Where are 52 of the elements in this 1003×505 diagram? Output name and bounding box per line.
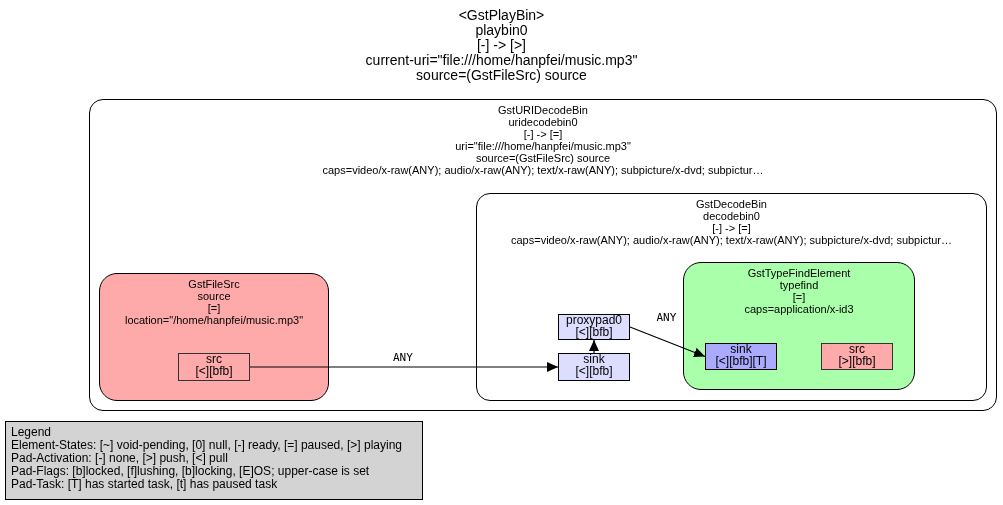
- node-text: decodebin0: [703, 210, 760, 222]
- arrow: [589, 339, 599, 354]
- element-box: [683, 262, 915, 390]
- node-text: [<][bfb]: [195, 363, 233, 378]
- node-text: caps=video/x-raw(ANY); audio/x-raw(ANY); text/x-raw(ANY); subpicture/x-dvd; subpictur…: [322, 164, 764, 176]
- node-title: sink: [583, 352, 605, 366]
- edge-label: ANY: [392, 352, 414, 364]
- pad-box: [821, 343, 893, 370]
- legend-box: [5, 421, 423, 500]
- graph-property: playbin0: [475, 22, 528, 38]
- node-title: GstFileSrc: [188, 278, 240, 290]
- node-text: location="/home/hanpfei/music.mp3": [124, 314, 304, 326]
- node-text: caps=application/x-id3: [744, 303, 854, 315]
- node-title: proxypad0: [565, 313, 622, 327]
- pad-box: [705, 343, 777, 370]
- node-text: [=]: [207, 302, 221, 314]
- pad-box: [558, 353, 630, 381]
- graph-property: [-] -> [>]: [477, 37, 526, 53]
- node-title: src: [206, 352, 222, 366]
- legend-entry: Pad-Flags: [b]locked, [f]lushing, [b]locking, [E]OS; upper-case is set: [11, 464, 370, 478]
- node-title: GstTypeFindElement: [747, 267, 851, 279]
- bin-container: [89, 99, 997, 411]
- pad-box: [178, 353, 250, 381]
- node-title: GstDecodeBin: [696, 198, 767, 210]
- node-text: [-] -> [=]: [712, 222, 751, 234]
- legend-entry: Pad-Task: [T] has started task, [t] has paused task: [11, 477, 278, 491]
- node-text: uridecodebin0: [508, 116, 578, 128]
- element-box: [99, 273, 329, 401]
- node-text: [=]: [792, 291, 806, 303]
- node-title: src: [849, 342, 865, 356]
- legend-entry: Element-States: [~] void-pending, [0] null, [-] ready, [=] paused, [>] playing: [11, 438, 402, 452]
- arrow: [629, 326, 706, 358]
- legend-entry: Pad-Activation: [-] none, [>] push, [<] pull: [11, 451, 228, 465]
- bin-container: [476, 193, 987, 401]
- node-text: [>][bfb]: [838, 353, 876, 368]
- pad-box: [558, 314, 630, 340]
- graph-property: source=(GstFileSrc) source: [416, 67, 587, 83]
- node-text: [-] -> [=]: [523, 128, 563, 140]
- arrow: [249, 362, 559, 372]
- node-title: sink: [730, 342, 752, 356]
- node-text: source: [197, 290, 231, 302]
- node-title: GstURIDecodeBin: [498, 104, 588, 116]
- node-text: [<][bfb][T]: [715, 353, 767, 368]
- node-text: uri="file:///home/hanpfei/music.mp3": [455, 140, 631, 152]
- legend-title: Legend: [11, 425, 52, 439]
- node-text: caps=video/x-raw(ANY); audio/x-raw(ANY); text/x-raw(ANY); subpicture/x-dvd; subpictur…: [510, 234, 953, 246]
- edge-label: ANY: [655, 312, 678, 324]
- graph-property: current-uri="file:///home/hanpfei/music.mp3": [365, 52, 638, 68]
- node-text: [<][bfb]: [575, 363, 613, 378]
- node-text: source=(GstFileSrc) source: [475, 152, 611, 164]
- graph-title: <GstPlayBin>: [458, 8, 545, 23]
- node-text: typefind: [779, 279, 819, 291]
